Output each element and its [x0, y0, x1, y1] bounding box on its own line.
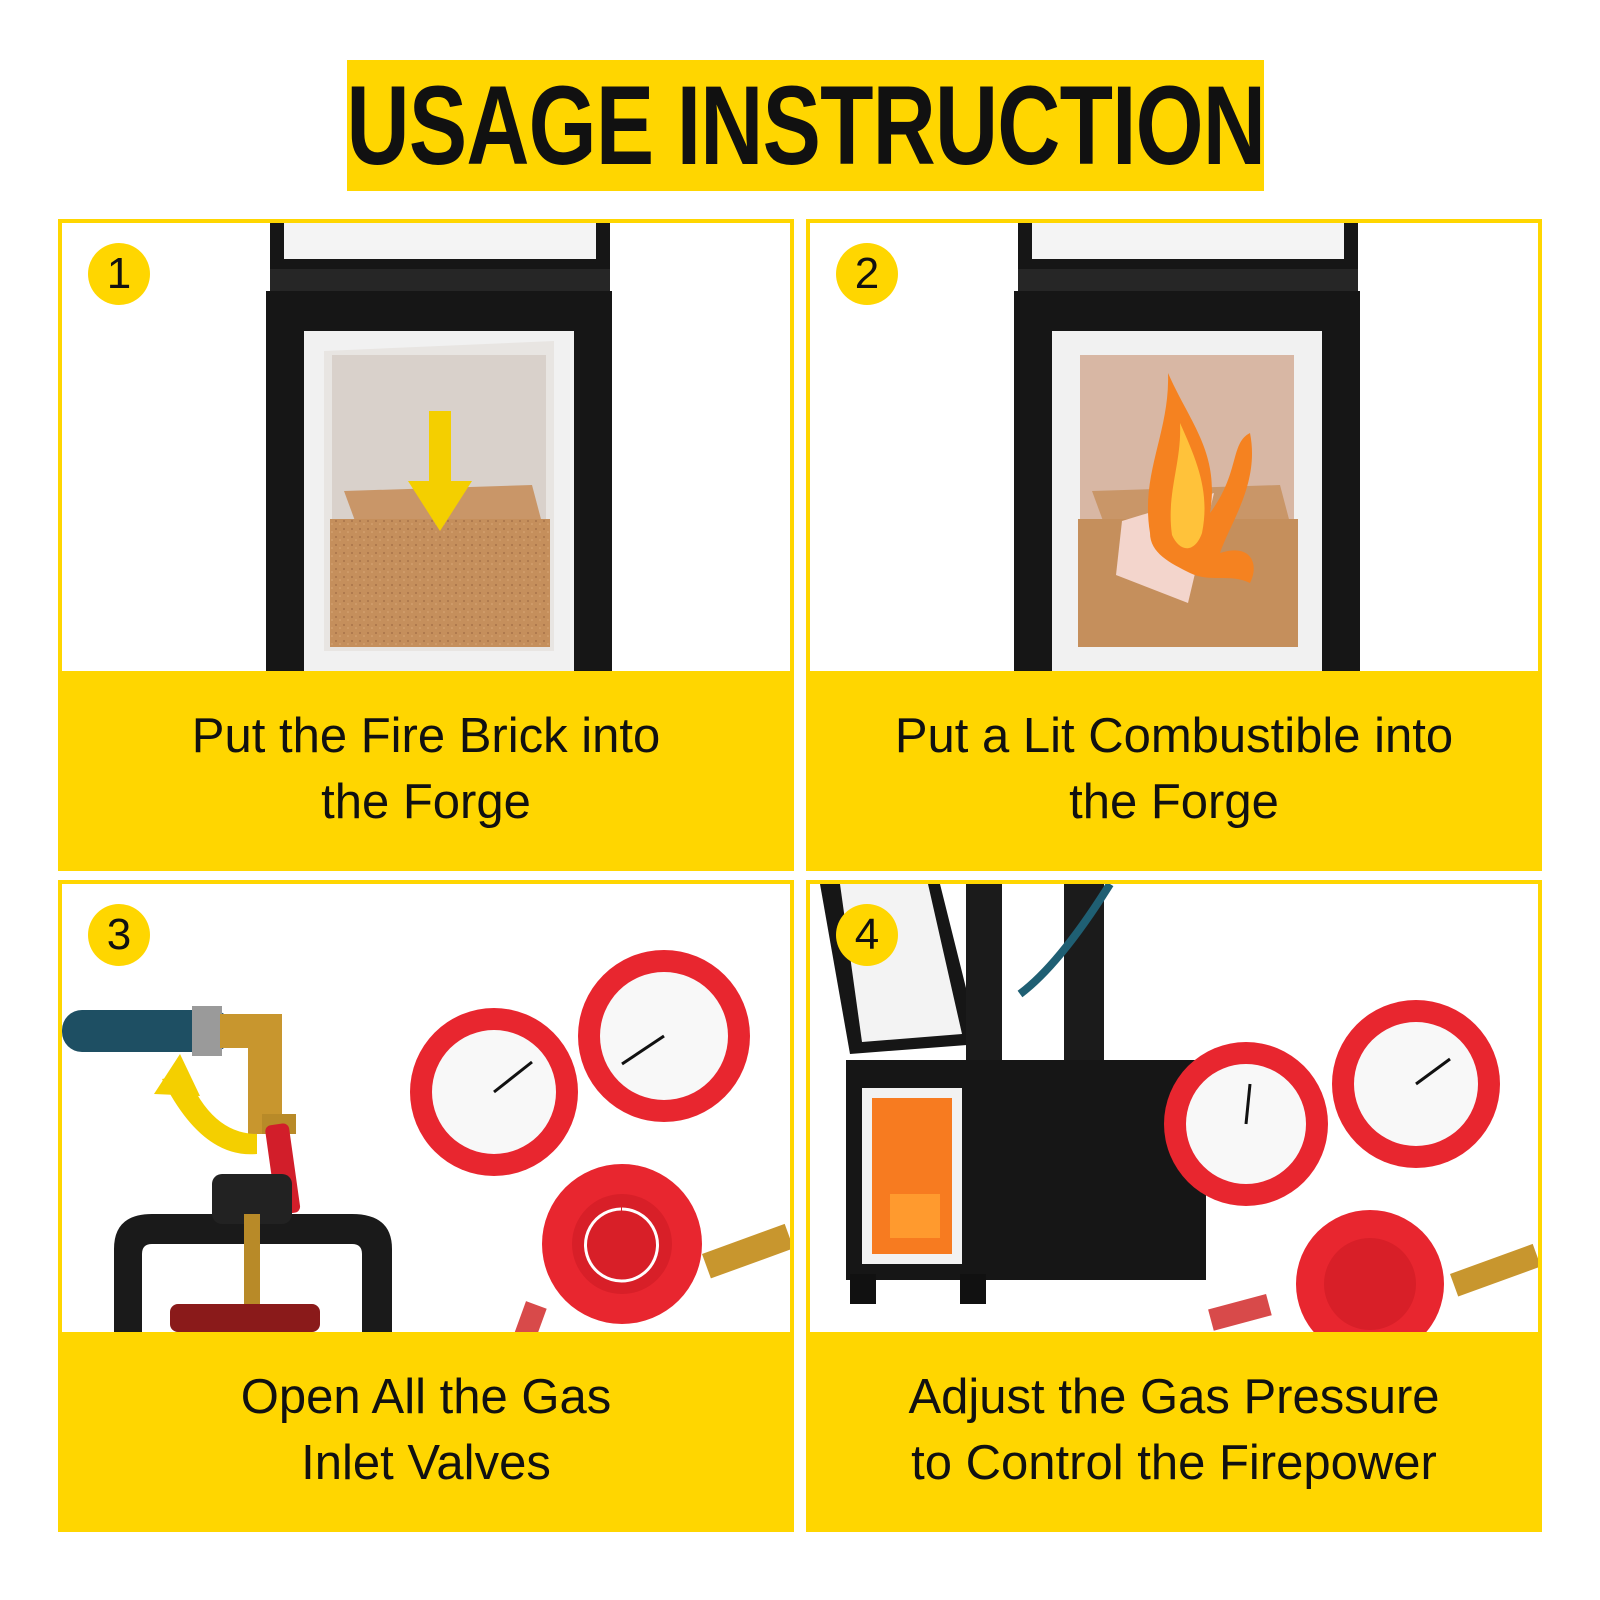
- flame-icon: [1147, 373, 1254, 583]
- step-2-caption-line-2: the Forge: [1069, 775, 1279, 829]
- step-3-caption-line-2: Inlet Valves: [301, 1436, 551, 1490]
- page-title: USAGE INSTRUCTION: [346, 62, 1265, 188]
- regulator-knob-icon: [1296, 1210, 1444, 1332]
- low-pressure-gauge-icon: [1164, 1042, 1328, 1206]
- step-4-caption-line-1: Adjust the Gas Pressure: [908, 1370, 1440, 1424]
- step-1-photo: [62, 223, 790, 671]
- step-1-caption-line-2: the Forge: [321, 775, 531, 829]
- step-2-panel: 2 Put a Lit Combustible into the Forge: [806, 219, 1542, 871]
- down-arrow-icon: [408, 411, 472, 531]
- step-4-photo: [810, 884, 1538, 1332]
- step-3-photo: [62, 884, 790, 1332]
- step-3-number-badge: 3: [88, 904, 150, 966]
- step-4-caption: Adjust the Gas Pressure to Control the F…: [810, 1332, 1538, 1528]
- step-2-number-badge: 2: [836, 243, 898, 305]
- step-2-photo: [810, 223, 1538, 671]
- step-4-caption-line-2: to Control the Firepower: [911, 1436, 1437, 1490]
- high-pressure-gauge-icon: [1332, 1000, 1500, 1168]
- low-pressure-gauge-icon: [410, 1008, 578, 1176]
- step-1-number-badge: 1: [88, 243, 150, 305]
- step-2-caption: Put a Lit Combustible into the Forge: [810, 671, 1538, 867]
- step-1-panel: 1 Put the Fire Brick into the Forge: [58, 219, 794, 871]
- high-pressure-gauge-icon: [578, 950, 750, 1122]
- step-1-caption-line-1: Put the Fire Brick into: [191, 709, 661, 763]
- step-3-caption: Open All the Gas Inlet Valves: [62, 1332, 790, 1528]
- step-4-number-badge: 4: [836, 904, 898, 966]
- step-3-panel: 3 Open All the Gas Inlet Valves: [58, 880, 794, 1532]
- step-3-caption-line-1: Open All the Gas: [240, 1370, 612, 1424]
- step-2-caption-line-1: Put a Lit Combustible into: [894, 709, 1454, 763]
- title-banner: USAGE INSTRUCTION: [346, 60, 1266, 191]
- step-4-panel: 4 Adjust the Gas Pressure to Control the…: [806, 880, 1542, 1532]
- regulator-knob-icon: [542, 1164, 702, 1324]
- curved-arrow-icon: [154, 1054, 257, 1155]
- step-1-caption: Put the Fire Brick into the Forge: [62, 671, 790, 867]
